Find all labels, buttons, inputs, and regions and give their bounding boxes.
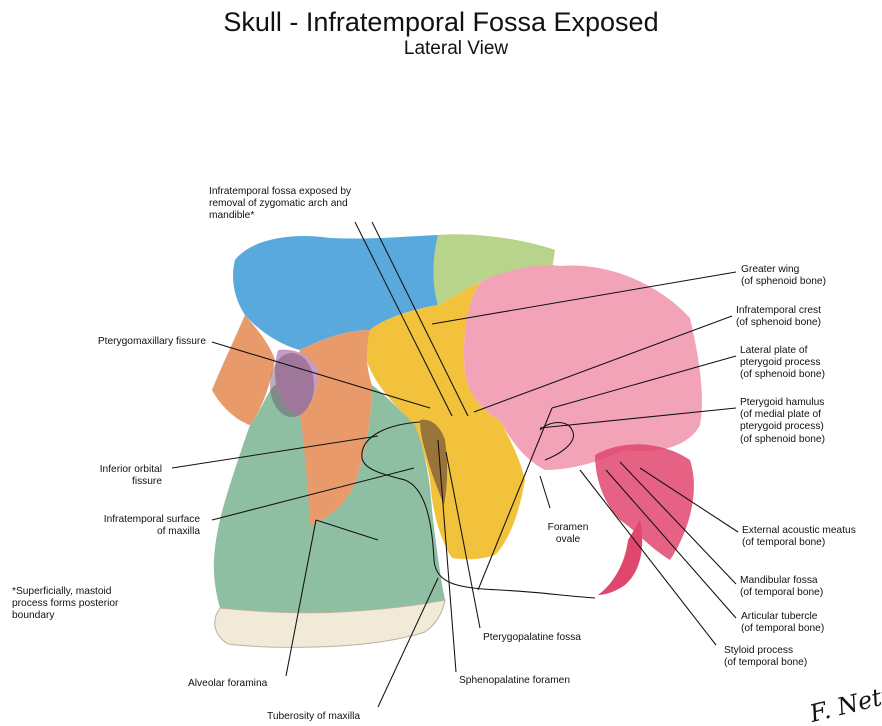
signature: F. Netter M.D. [806, 659, 882, 726]
label-foramen-ovale: Foramen ovale [547, 522, 589, 546]
leader-tuberosity [377, 577, 439, 708]
label-infratemporal-surface-maxilla: Infratemporal surface of maxilla [103, 514, 200, 538]
leader-infratemporal-fossa [354, 221, 453, 417]
leader-pterygoid-hamulus [539, 407, 737, 429]
leader-alveolar-2 [315, 519, 379, 541]
palatine-region [274, 349, 318, 415]
teeth [214, 599, 446, 648]
leader-sphenopalatine [437, 439, 457, 673]
label-alveolar-foramina: Alveolar foramina [188, 678, 268, 689]
temporal-bone [463, 264, 702, 470]
leader-greater-wing [431, 271, 737, 325]
temporal-deep-region [595, 444, 694, 560]
maxilla-bone [213, 385, 445, 613]
leader-infratemporal-fossa-2 [371, 221, 469, 417]
label-pterygomaxillary-fissure: Pterygomaxillary fissure [97, 336, 206, 347]
label-mastoid-note: *Superficially, mastoid process forms po… [12, 586, 119, 622]
leader-inferior-orbital [171, 435, 379, 469]
orbit-shadow [270, 353, 314, 417]
label-infratemporal-fossa: Infratemporal fossa exposed by removal o… [209, 186, 352, 222]
leader-lateral-plate-2 [477, 407, 553, 591]
label-styloid-process: Styloid process (of temporal bone) [724, 645, 808, 669]
leader-mandibular-fossa [619, 461, 737, 585]
mandible-outline [361, 421, 596, 599]
leader-pterygopalatine [445, 451, 481, 629]
label-articular-tubercle: Articular tubercle (of temporal bone) [741, 611, 825, 635]
label-infratemporal-crest: Infratemporal crest (of sphenoid bone) [736, 305, 821, 329]
leader-foramen-ovale [539, 475, 551, 509]
leader-external-acoustic [639, 467, 739, 533]
label-pterygoid-hamulus: Pterygoid hamulus (of medial plate of pt… [740, 397, 825, 445]
nasal-region [212, 315, 275, 425]
leader-styloid [579, 469, 717, 646]
label-sphenopalatine-foramen: Sphenopalatine foramen [459, 675, 571, 686]
leader-infratemporal-crest [473, 315, 733, 413]
leader-pterygomaxillary [211, 341, 431, 409]
leader-lateral-plate [551, 355, 737, 409]
leader-articular-tubercle [605, 469, 737, 619]
label-lateral-plate: Lateral plate of pterygoid process (of s… [740, 345, 825, 381]
leader-infratemporal-surface [211, 467, 415, 521]
frontal-bone [233, 235, 438, 350]
diagram-title: Skull - Infratemporal Fossa Exposed [223, 7, 659, 37]
label-external-acoustic-meatus: External acoustic meatus (of temporal bo… [742, 525, 856, 549]
sphenoid-bone [364, 282, 525, 560]
diagram-subtitle: Lateral View [403, 38, 509, 59]
pterygopalatine-fossa-shape [420, 419, 448, 505]
parietal-bone [433, 234, 555, 305]
label-mandibular-fossa: Mandibular fossa (of temporal bone) [740, 575, 824, 599]
label-tuberosity-maxilla: Tuberosity of maxilla [267, 711, 361, 722]
label-pterygopalatine-fossa: Pterygopalatine fossa [483, 632, 581, 643]
label-greater-wing: Greater wing (of sphenoid bone) [741, 264, 826, 288]
styloid-process-shape [598, 520, 643, 595]
label-inferior-orbital-fissure: Inferior orbital fissure [99, 464, 162, 488]
pterygoid-outline [539, 421, 574, 461]
leader-alveolar [285, 519, 317, 677]
